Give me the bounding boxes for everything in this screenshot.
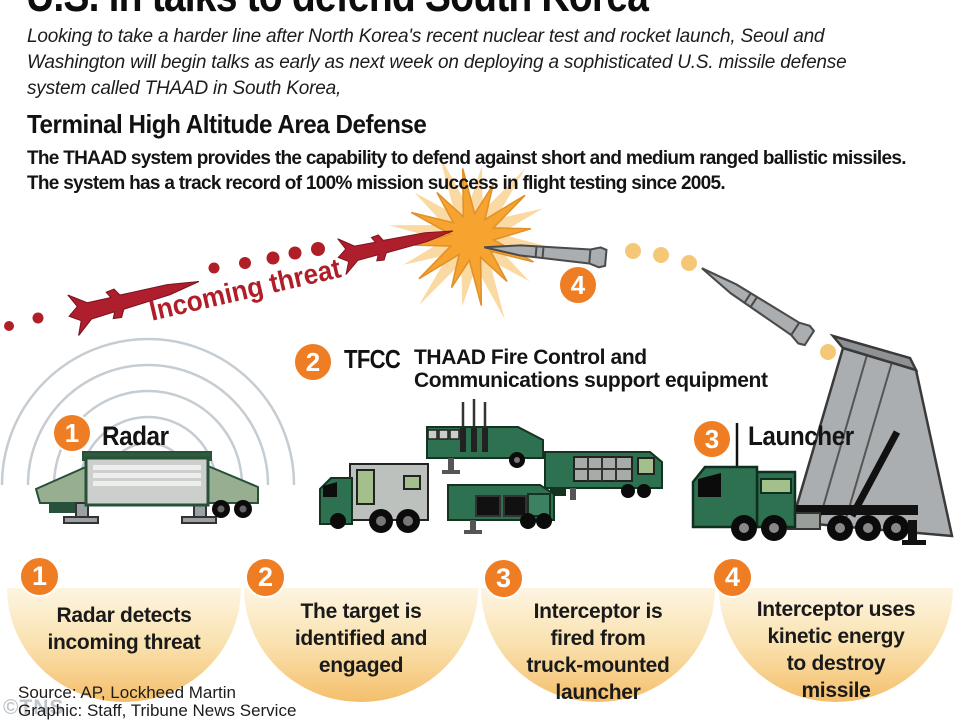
radar-vehicle-icon [34, 451, 259, 524]
credit-line: Graphic: Staff, Tribune News Service [18, 701, 297, 720]
tfcc-description-line: THAAD Fire Control and [414, 346, 647, 369]
threat-trail-dots [4, 242, 325, 331]
step-text: The target is identified and engaged [244, 598, 478, 679]
explosion-icon [388, 154, 557, 320]
radar-label: Radar [102, 421, 169, 451]
source-credit: Source: AP, Lockheed Martin Graphic: Sta… [18, 684, 296, 720]
tfcc-description-line: Communications support equipment [414, 369, 768, 392]
step-text: Interceptor is fired from truck-mounted … [481, 598, 715, 706]
launcher-vehicle-icon [691, 333, 954, 545]
step-text-line: The target is [300, 600, 422, 623]
tns-watermark: ©TNS [3, 696, 65, 719]
interceptor-impact-icon [484, 244, 608, 269]
interceptor-launch-icon [701, 267, 816, 347]
source-line: Source: AP, Lockheed Martin [18, 683, 236, 702]
step-text-line: launcher [555, 681, 641, 704]
step-text-line: Interceptor is [533, 600, 663, 623]
tfcc-vehicles-icon [319, 399, 663, 534]
step-text-line: fired from [550, 627, 646, 650]
section-title: Terminal High Altitude Area Defense [27, 109, 427, 139]
step-text: Interceptor uses kinetic energy to destr… [719, 596, 953, 704]
intercept-number-badge: 4 [558, 265, 598, 305]
step-number-badge-3: 3 [483, 558, 524, 599]
step-number-badge-2: 2 [245, 557, 286, 598]
intro-paragraph: Looking to take a harder line after Nort… [27, 26, 847, 99]
tfcc-label: TFCC [344, 344, 401, 374]
tfcc-description: THAAD Fire Control and Communications su… [414, 346, 768, 392]
step-dome-4: Interceptor uses kinetic energy to destr… [719, 588, 953, 702]
incoming-missile-icon [67, 230, 454, 336]
step-text-line: to destroy [786, 652, 886, 675]
step-text-line: identified and [294, 627, 428, 650]
step-text-line: Radar detects [56, 604, 192, 627]
tfcc-number-badge: 2 [293, 342, 333, 382]
step-dome-3: Interceptor is fired from truck-mounted … [481, 588, 715, 704]
launcher-label: Launcher [748, 421, 854, 451]
launcher-number-badge: 3 [692, 419, 732, 459]
step-text: Radar detects incoming threat [7, 602, 241, 656]
page-title: U.S. in talks to defend South Korea [26, 0, 649, 22]
interceptor-trail-dots [625, 243, 836, 360]
step-number-badge-4: 4 [712, 557, 753, 598]
step-number-badge-1: 1 [19, 556, 60, 597]
step-text-line: kinetic energy [767, 625, 905, 648]
step-text-line: truck-mounted [526, 654, 670, 677]
step-text-line: engaged [318, 654, 404, 677]
step-text-line: incoming threat [47, 631, 201, 654]
step-text-line: Interceptor uses [756, 598, 916, 621]
step-text-line: missile [801, 679, 871, 702]
radar-number-badge: 1 [52, 413, 92, 453]
section-description: The THAAD system provides the capability… [27, 148, 907, 195]
